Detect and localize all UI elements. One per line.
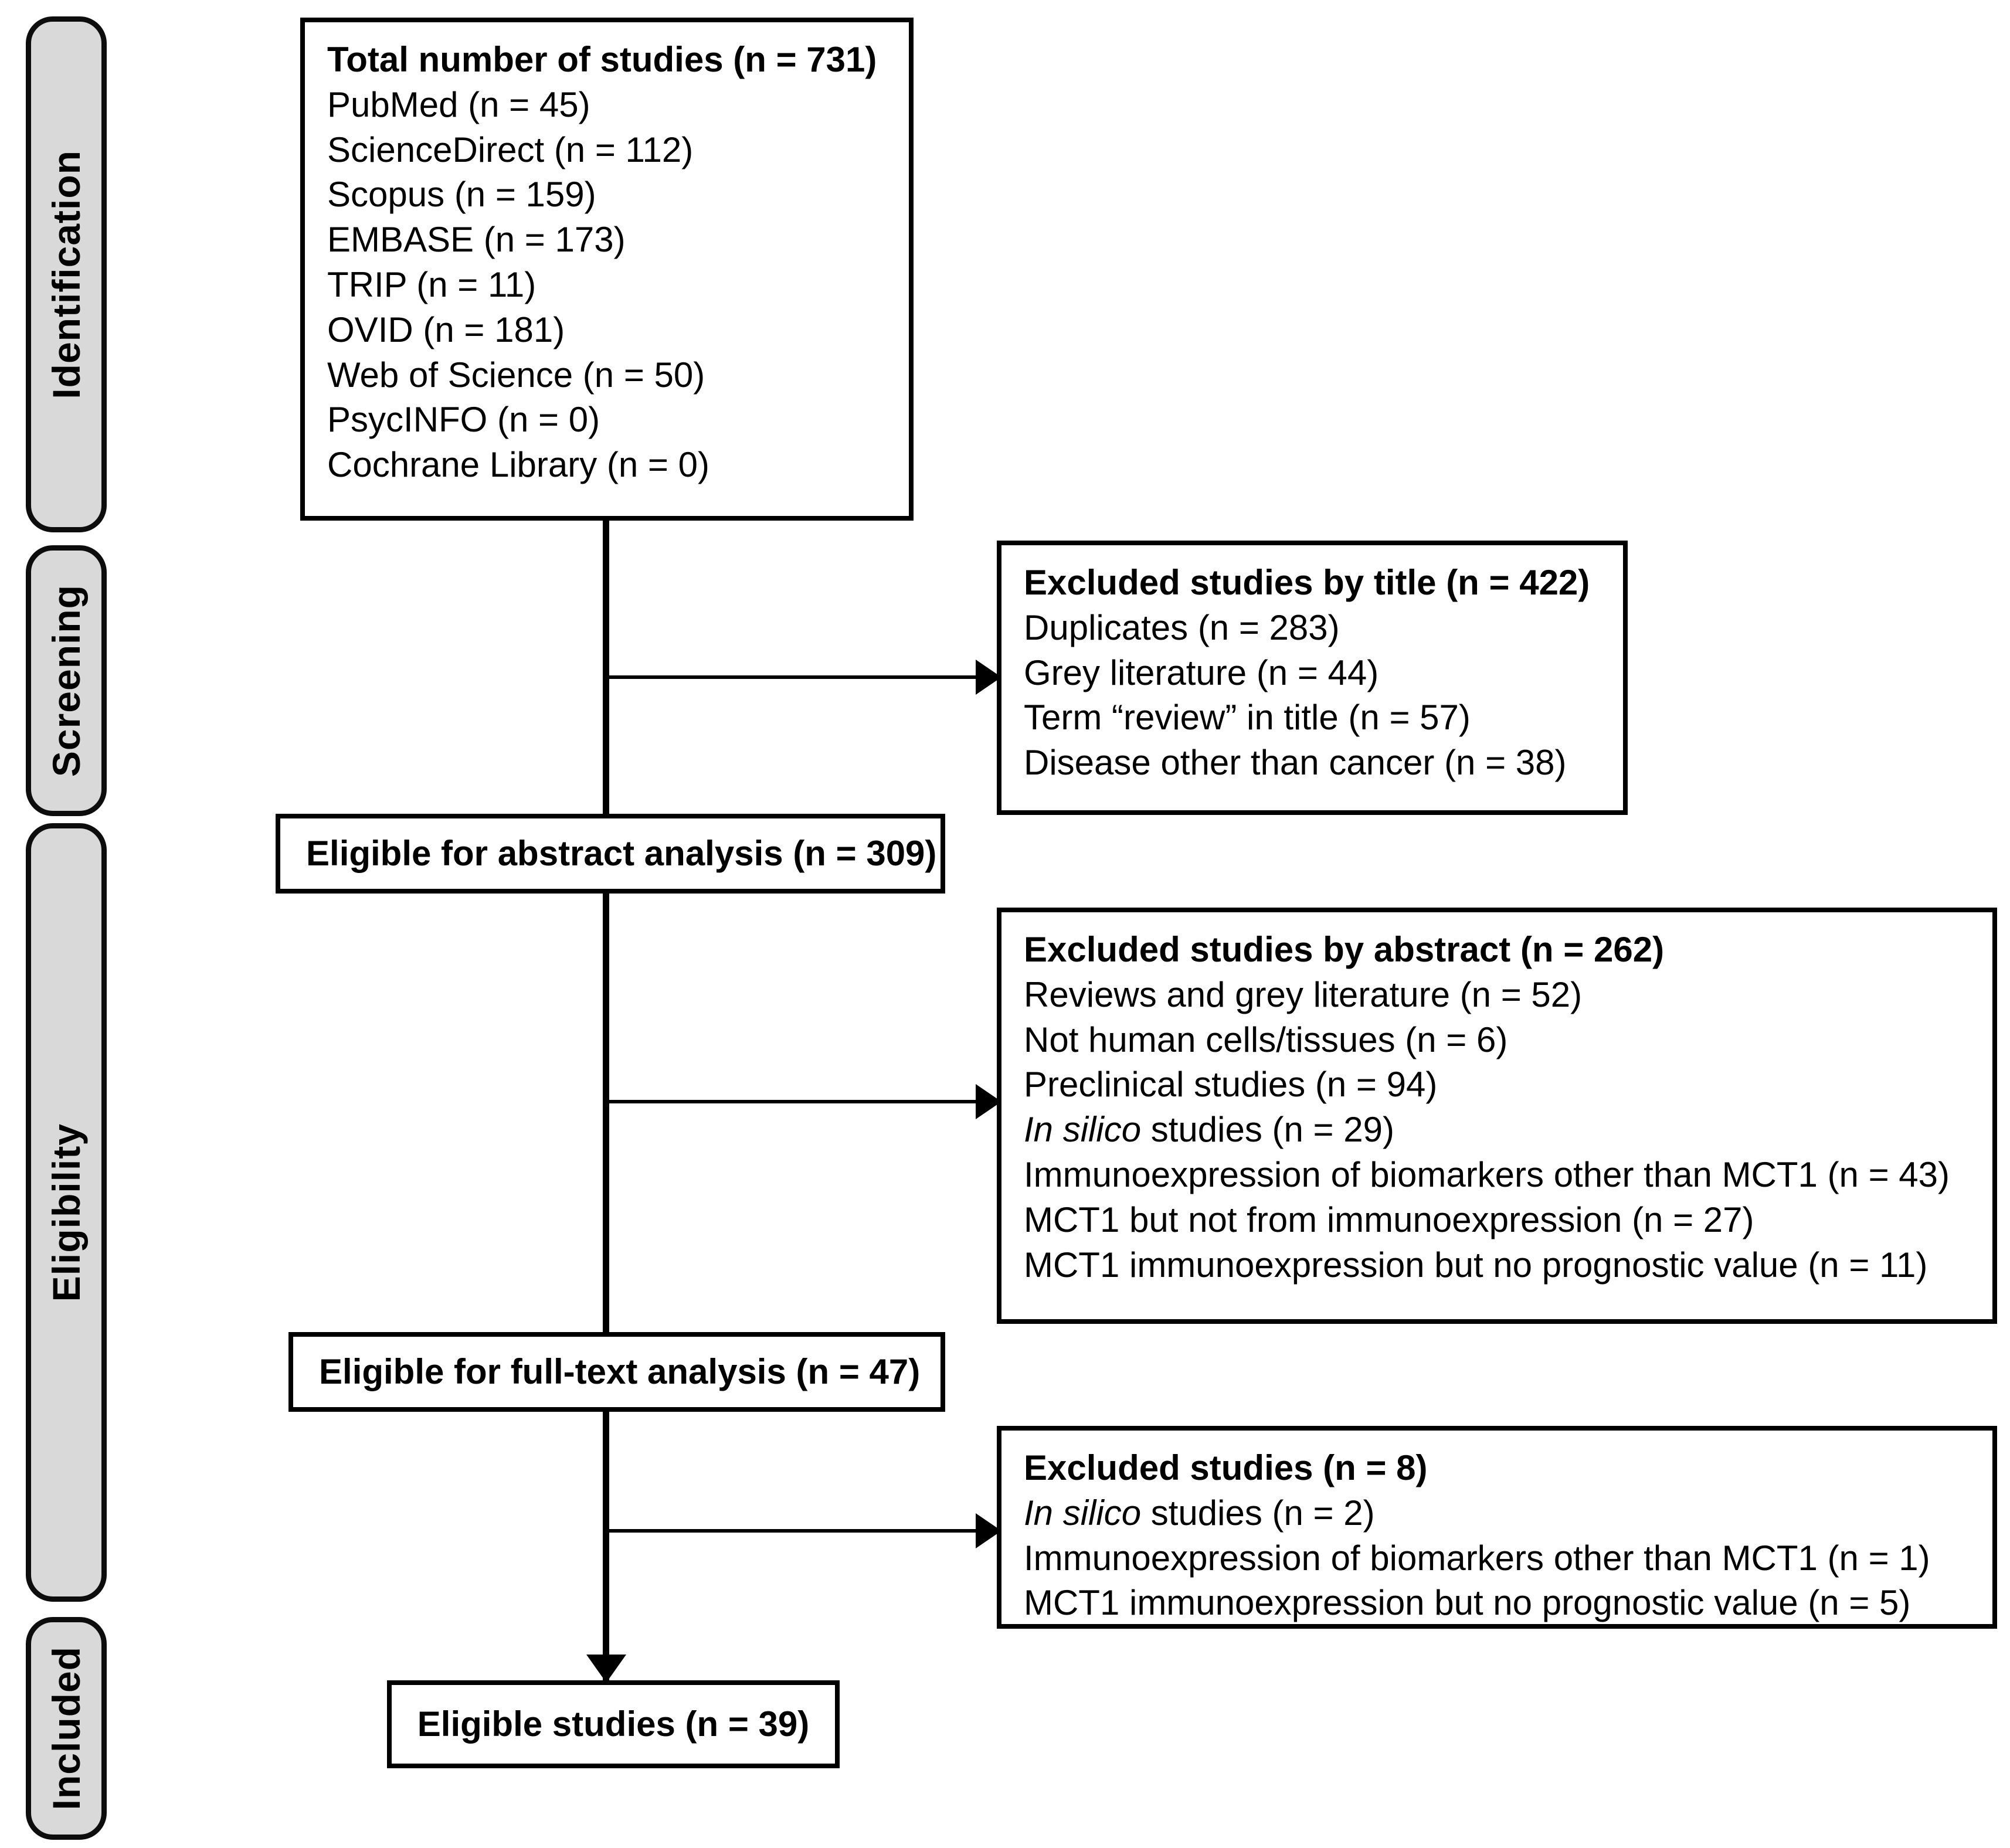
- stage-included: Included: [26, 1617, 107, 1840]
- stage-identification-label: Identification: [45, 150, 88, 399]
- exclusion-reason-row: Term “review” in title (n = 57): [1024, 698, 1471, 738]
- exclusion-reason-row: Immunoexpression of biomarkers other tha…: [1024, 1538, 1930, 1578]
- exclusion-reason-row: Immunoexpression of biomarkers other tha…: [1024, 1154, 1950, 1194]
- exclusion-reason-row: Reviews and grey literature (n = 52): [1024, 974, 1583, 1014]
- box-excluded-studies-fulltext: Excluded studies (n = 8) In silico studi…: [997, 1426, 1997, 1629]
- box-eligible-studies: Eligible studies (n = 39): [387, 1680, 840, 1768]
- exclusion-reason-row: In silico studies (n = 29): [1024, 1110, 1394, 1150]
- exclusion-reason-row: MCT1 immunoexpression but no prognostic …: [1024, 1583, 1911, 1623]
- box-total-studies: Total number of studies (n = 731) PubMed…: [300, 18, 914, 521]
- eligible-abstract-text: Eligible for abstract analysis (n = 309): [306, 833, 937, 873]
- eligible-studies-text: Eligible studies (n = 39): [417, 1704, 810, 1744]
- source-row: Scopus (n = 159): [327, 175, 596, 215]
- connector-abstract-to-fulltext: [603, 892, 609, 1333]
- connector-to-excluded-abstract: [606, 1100, 979, 1103]
- excluded-abstract-heading: Excluded studies by abstract (n = 262): [1024, 930, 1665, 969]
- exclusion-reason-row: Duplicates (n = 283): [1024, 607, 1340, 647]
- stage-eligibility-label: Eligibility: [45, 1123, 88, 1302]
- total-studies-heading: Total number of studies (n = 731): [327, 40, 877, 79]
- exclusion-reason-row: MCT1 immunoexpression but no prognostic …: [1024, 1245, 1928, 1285]
- source-row: Cochrane Library (n = 0): [327, 445, 709, 485]
- arrow-to-eligible-studies: [586, 1655, 626, 1683]
- box-eligible-fulltext-analysis: Eligible for full-text analysis (n = 47): [288, 1332, 945, 1412]
- connector-to-excluded-fulltext: [606, 1529, 979, 1533]
- stage-identification: Identification: [26, 16, 107, 532]
- box-excluded-by-title: Excluded studies by title (n = 422) Dupl…: [997, 541, 1628, 815]
- excluded-title-heading: Excluded studies by title (n = 422): [1024, 563, 1590, 602]
- source-row: PubMed (n = 45): [327, 84, 590, 124]
- stage-screening-label: Screening: [45, 584, 88, 777]
- exclusion-reason-row: In silico studies (n = 2): [1024, 1493, 1375, 1533]
- box-excluded-by-abstract: Excluded studies by abstract (n = 262) R…: [997, 908, 1997, 1324]
- exclusion-reason-row: Disease other than cancer (n = 38): [1024, 743, 1567, 783]
- excluded-fulltext-heading: Excluded studies (n = 8): [1024, 1448, 1428, 1487]
- eligible-fulltext-text: Eligible for full-text analysis (n = 47): [319, 1351, 921, 1391]
- in-silico-italic: In silico: [1024, 1493, 1142, 1533]
- source-row: OVID (n = 181): [327, 310, 565, 349]
- exclusion-reason-row: Grey literature (n = 44): [1024, 653, 1379, 692]
- source-row: PsycINFO (n = 0): [327, 400, 600, 440]
- source-row: TRIP (n = 11): [327, 264, 537, 304]
- exclusion-reason-row: Not human cells/tissues (n = 6): [1024, 1020, 1508, 1059]
- box-eligible-abstract-analysis: Eligible for abstract analysis (n = 309): [276, 814, 945, 894]
- stage-included-label: Included: [45, 1646, 88, 1810]
- source-row: ScienceDirect (n = 112): [327, 130, 694, 169]
- connector-fulltext-to-included: [603, 1411, 609, 1683]
- stage-eligibility: Eligibility: [26, 823, 107, 1602]
- in-silico-italic: In silico: [1024, 1110, 1142, 1150]
- connector-to-excluded-title: [606, 675, 979, 679]
- source-row: EMBASE (n = 173): [327, 220, 626, 260]
- connector-identification-to-abstract: [603, 518, 609, 816]
- source-row: Web of Science (n = 50): [327, 355, 705, 395]
- exclusion-reason-row: MCT1 but not from immunoexpression (n = …: [1024, 1200, 1754, 1239]
- exclusion-reason-row: Preclinical studies (n = 94): [1024, 1065, 1438, 1105]
- stage-screening: Screening: [26, 545, 107, 816]
